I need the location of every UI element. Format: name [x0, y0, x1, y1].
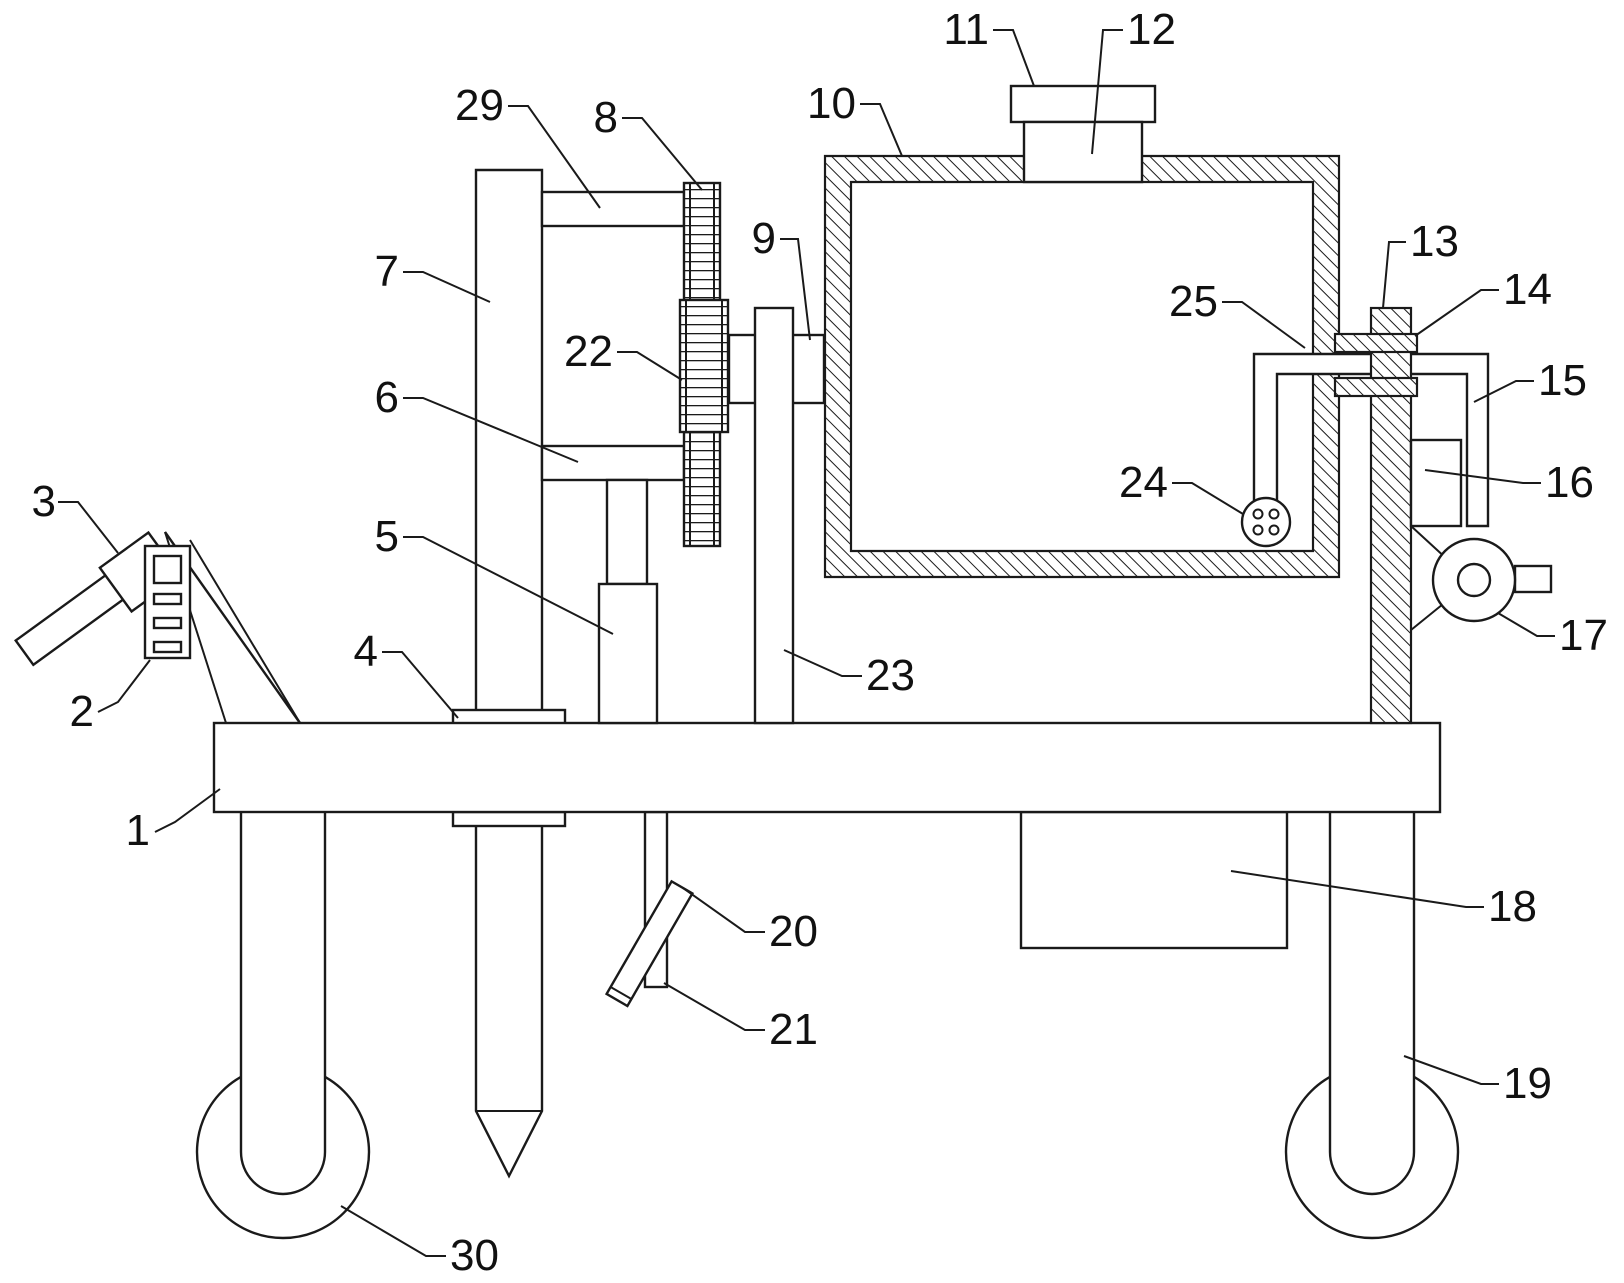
- callout-20: 20: [769, 907, 818, 956]
- front-leg: [1330, 810, 1414, 1194]
- rear-leg: [241, 810, 325, 1194]
- callout-2: 2: [70, 687, 94, 736]
- callout-1: 1: [126, 806, 150, 855]
- callout-8: 8: [594, 93, 618, 142]
- collar-14-bottom: [1335, 378, 1417, 396]
- callout-3: 3: [32, 477, 56, 526]
- callout-12: 12: [1127, 5, 1176, 54]
- callout-13: 13: [1410, 217, 1459, 266]
- arm-6: [542, 446, 684, 480]
- callout-22: 22: [564, 327, 613, 376]
- callout-17: 17: [1559, 611, 1608, 660]
- callout-5: 5: [375, 512, 399, 561]
- callout-4: 4: [354, 627, 378, 676]
- callout-9: 9: [752, 214, 776, 263]
- callout-14: 14: [1503, 265, 1552, 314]
- control-panel-2: [145, 546, 190, 658]
- callout-15: 15: [1538, 356, 1587, 405]
- drill-rod-7: [476, 170, 542, 1176]
- spray-head-24: [1242, 498, 1290, 546]
- callout-7: 7: [375, 247, 399, 296]
- cap-11: [1011, 86, 1155, 122]
- column-13: [1371, 308, 1411, 723]
- callout-29: 29: [455, 81, 504, 130]
- gear-22: [680, 300, 728, 432]
- callout-6: 6: [375, 373, 399, 422]
- callout-11: 11: [943, 5, 989, 54]
- cylinder-5: [599, 584, 657, 723]
- post-23: [755, 308, 793, 723]
- callout-16: 16: [1545, 458, 1594, 507]
- callout-10: 10: [807, 79, 856, 128]
- motor-shaft-17: [1515, 566, 1551, 592]
- cylinder-rod-5: [607, 480, 647, 584]
- base-plate-1: [214, 723, 1440, 812]
- callout-24: 24: [1119, 458, 1168, 507]
- sleeve-4-bottom: [453, 812, 565, 826]
- collar-14-top: [1335, 334, 1417, 352]
- callout-25: 25: [1169, 277, 1218, 326]
- box-18: [1021, 812, 1287, 948]
- callout-18: 18: [1488, 882, 1537, 931]
- callout-23: 23: [866, 651, 915, 700]
- arm-29: [542, 192, 684, 226]
- neck-12: [1024, 122, 1142, 182]
- callout-19: 19: [1503, 1059, 1552, 1108]
- callout-30: 30: [450, 1231, 499, 1280]
- pump-16: [1411, 440, 1461, 526]
- callout-21: 21: [769, 1005, 818, 1054]
